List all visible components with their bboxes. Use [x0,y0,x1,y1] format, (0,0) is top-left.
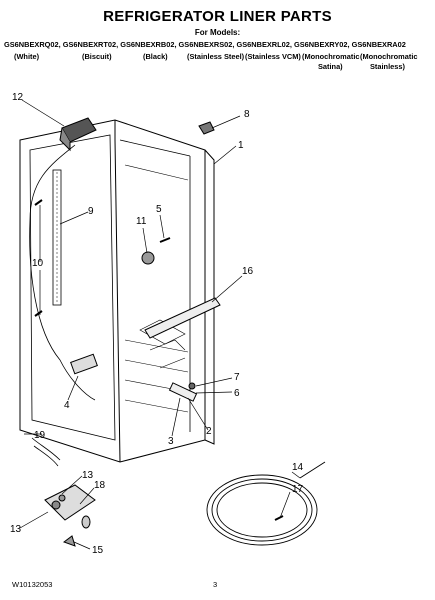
part-17-screw [274,515,284,521]
part-6-bracket [168,382,198,402]
callout-4: 4 [64,400,70,411]
part-8-clip [198,121,215,135]
part-19-wires [31,437,61,461]
part-13-clip [58,494,66,502]
for-models-label: For Models: [194,28,241,37]
color-mono-satina-1: (Monochromatic [302,52,360,61]
callout-6: 6 [234,388,240,399]
callout-9: 9 [88,206,94,217]
callout-2: 2 [206,426,212,437]
document-number: W10132053 [12,580,53,589]
callout-19: 19 [34,430,46,441]
part-18-light-housing [44,484,96,521]
page-number: 3 [213,580,218,589]
part-4-grille [70,353,98,375]
color-white: (White) [14,52,40,61]
part-10-screw-lower [34,310,43,317]
model-numbers: GS6NBEXRQ02, GS6NBEXRT02, GS6NBEXRB02, G… [4,40,406,49]
color-black: (Black) [143,52,168,61]
shelf-rail [52,169,62,306]
liner-back-edge [114,120,121,463]
color-mono-stainless-2: Stainless) [370,62,405,71]
callout-18: 18 [94,480,106,491]
callout-5: 5 [156,204,162,215]
wire-harness [29,144,96,401]
callout-8: 8 [244,109,250,120]
callout-1: 1 [238,140,244,151]
color-biscuit: (Biscuit) [82,52,112,61]
part-11-knob [141,251,155,265]
color-mono-satina-2: Satina) [318,62,343,71]
callout-13-upper: 13 [82,470,94,481]
color-stainless-vcm: (Stainless VCM) [245,52,301,61]
part-14-tubing [206,474,318,546]
part-7-screw [188,382,196,390]
liner-left-wall [29,134,116,441]
callout-10: 10 [32,258,44,269]
callout-numbers: 12 8 1 9 10 11 5 16 7 6 2 3 4 19 13 18 1… [10,92,304,556]
liner-front-lip [204,149,215,445]
callout-12: 12 [12,92,24,103]
callout-16: 16 [242,266,254,277]
callout-15: 15 [92,545,104,556]
part-5-screw [159,237,171,243]
callout-13-lower: 13 [10,524,22,535]
callout-11: 11 [136,216,147,227]
part-15-bulb [62,535,76,547]
leader-lines [19,99,301,550]
page-title: REFRIGERATOR LINER PARTS [103,8,332,25]
part-16-rail [144,297,221,339]
part-12-control [61,117,97,143]
callout-7: 7 [234,372,240,383]
part-13-socket [51,500,61,510]
callout-17: 17 [292,484,304,495]
color-mono-stainless-1: (Monochromatic [360,52,418,61]
part-15-bulb-upper [81,515,91,529]
callout-3: 3 [168,436,174,447]
part-10-screw-upper [34,199,43,206]
callout-14: 14 [292,462,304,473]
color-stainless-steel: (Stainless Steel) [187,52,245,61]
